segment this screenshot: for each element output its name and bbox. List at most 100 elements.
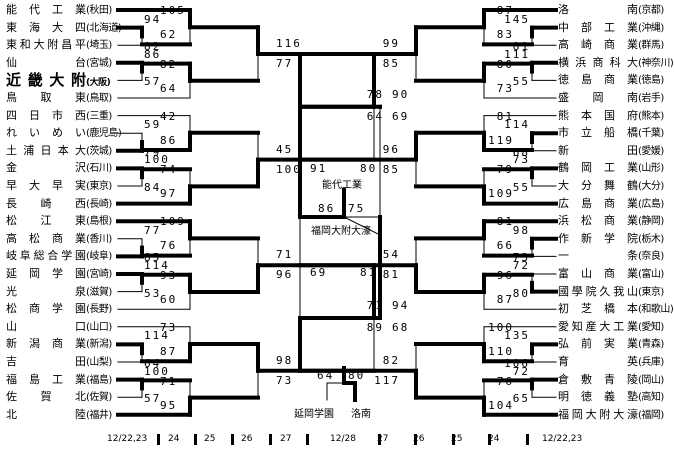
- team-entry: 松商学園(長野): [6, 301, 112, 317]
- score-r2: 109: [488, 187, 514, 201]
- score-r1: 81: [512, 40, 530, 54]
- team-prefecture: (岩手): [638, 93, 664, 104]
- team-name: 横浜商科大: [558, 55, 638, 69]
- team-entry: 浜松商業(静岡): [558, 213, 664, 229]
- score-qf: 68: [392, 321, 410, 334]
- score-r2: 76: [496, 374, 514, 388]
- score-r3: 96: [276, 268, 294, 282]
- score-r2: 86: [160, 133, 178, 147]
- score-r1: 68: [512, 145, 530, 159]
- team-prefecture: (大阪): [86, 78, 111, 89]
- team-prefecture: (佐賀): [86, 392, 112, 404]
- team-name: れいめい: [6, 126, 86, 140]
- score-r2: 83: [496, 28, 514, 42]
- team-name: 熊本国府: [558, 108, 638, 122]
- team-name: 四日市西: [6, 108, 86, 122]
- team-name: 福岡大附大濠: [558, 407, 638, 421]
- team-name: 岐阜総合学園: [6, 249, 86, 263]
- score-r2: 87: [496, 4, 514, 18]
- score-r3: 98: [276, 353, 294, 367]
- score-r1: 84: [144, 181, 162, 194]
- score-r1: 100: [144, 364, 170, 378]
- score-r3: 54: [382, 248, 400, 262]
- team-prefecture: (東京): [638, 286, 664, 298]
- score-r3: 81: [382, 268, 400, 282]
- team-prefecture: (鹿児島): [86, 128, 122, 140]
- team-prefecture: (秋田): [86, 5, 112, 16]
- score-r1: 85: [144, 251, 162, 265]
- team-name: 福島工業: [6, 372, 86, 386]
- team-entry: 中部工業(沖縄): [558, 20, 664, 36]
- team-entry: 福島工業(福島): [6, 372, 112, 388]
- team-name: 延岡学園: [6, 267, 86, 280]
- team-entry: 仙台(宮城): [6, 55, 112, 71]
- team-entry: 新潟商業(新潟): [6, 336, 112, 352]
- score-r2: 96: [496, 269, 514, 282]
- score-third-place: 80: [348, 369, 366, 382]
- team-name: 新潟商業: [6, 337, 86, 351]
- score-semifinal: 80: [360, 162, 378, 175]
- score-r2: 80: [496, 57, 514, 71]
- score-r1: 114: [144, 259, 170, 272]
- team-name: 新田: [558, 143, 638, 157]
- score-r2: 74: [160, 163, 178, 177]
- team-entry: 近畿大附(大阪): [6, 72, 111, 89]
- team-prefecture: (青森): [638, 339, 664, 351]
- team-entry: 早大早実(東京): [6, 178, 112, 194]
- team-entry: 岐阜総合学園(岐阜): [6, 248, 112, 264]
- team-entry: 高崎商業(群馬): [558, 37, 664, 53]
- score-qf: 90: [392, 87, 410, 101]
- score-r2: 81: [496, 215, 514, 229]
- score-r3: 45: [276, 142, 294, 156]
- team-name: 鶴岡工業: [558, 161, 638, 175]
- team-name: 大分舞鶴: [558, 179, 638, 192]
- score-r1: 114: [504, 118, 530, 132]
- team-prefecture: (茨城): [86, 145, 112, 157]
- score-qf: 89: [366, 321, 384, 334]
- team-entry: 東海大四(北海道): [6, 20, 122, 36]
- team-name: 富山商業: [558, 267, 638, 280]
- team-entry: 市立船橋(千葉): [558, 125, 664, 141]
- team-prefecture: (北海道): [86, 22, 122, 34]
- score-r2: 100: [488, 321, 514, 334]
- team-name: 一条: [558, 249, 638, 263]
- team-prefecture: (福岡): [638, 409, 664, 421]
- score-r2: 64: [160, 81, 178, 95]
- score-qf: 71: [366, 299, 384, 312]
- team-prefecture: (愛媛): [638, 145, 664, 157]
- team-prefecture: (岡山): [638, 374, 664, 386]
- score-r2: 87: [496, 293, 514, 306]
- team-prefecture: (沖縄): [638, 22, 664, 34]
- team-entry: 長崎西(長崎): [6, 196, 112, 212]
- date-separator: [488, 434, 491, 445]
- score-r1: 79: [144, 145, 162, 159]
- date-label: 27: [280, 434, 292, 444]
- score-r2: 119: [488, 133, 514, 147]
- team-entry: 高松商業(香川): [6, 231, 112, 247]
- team-name: 仙台: [6, 55, 86, 69]
- date-separator: [526, 434, 529, 445]
- score-r1: 57: [144, 75, 162, 89]
- score-r2: 76: [160, 239, 178, 253]
- score-r1: 80: [512, 286, 530, 300]
- score-r2: 109: [160, 215, 186, 229]
- score-r1: 82: [144, 40, 162, 54]
- score-r3: 71: [276, 248, 294, 262]
- team-entry: 熊本国府(熊本): [558, 108, 664, 124]
- team-name: 高崎商業: [558, 38, 638, 52]
- score-r3: 73: [276, 373, 294, 387]
- team-entry: 國學院久我山(東京): [558, 284, 664, 300]
- score-r3: 116: [276, 37, 302, 50]
- score-r1: 59: [144, 118, 162, 132]
- date-label: 25: [451, 434, 463, 444]
- team-prefecture: (滋賀): [86, 286, 112, 298]
- team-entry: 倉敷青陵(岡山): [558, 372, 664, 388]
- date-label: 26: [241, 434, 253, 444]
- score-semifinal: 69: [310, 266, 328, 279]
- score-final: 75: [348, 202, 366, 215]
- team-entry: 光泉(滋賀): [6, 284, 112, 300]
- score-r2: 81: [496, 109, 514, 123]
- runner-up-label: 福岡大附大濠: [311, 226, 371, 237]
- team-name: 中部工業: [558, 20, 638, 34]
- team-name: 鳥取東: [6, 91, 86, 104]
